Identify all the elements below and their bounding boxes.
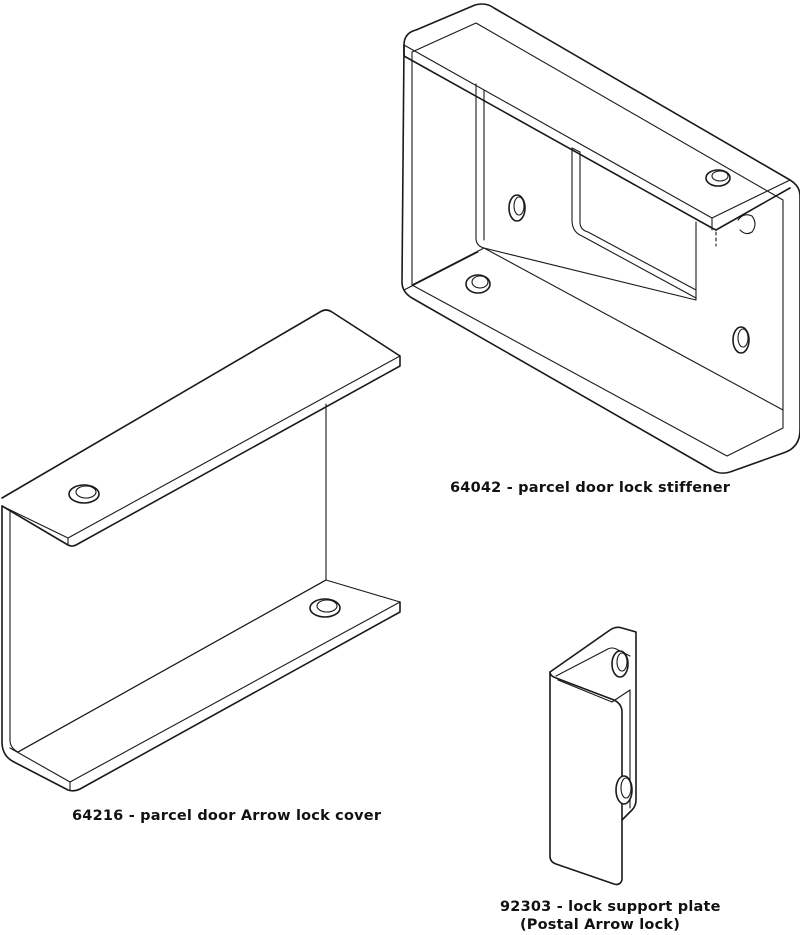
stiffener-outline: [401, 3, 800, 474]
cover-bottom-flange: [9, 579, 401, 783]
hole-icon: [732, 326, 750, 354]
cover-top-flange: [1, 309, 401, 547]
stiffener-caption: 64042 - parcel door lock stiffener: [450, 480, 731, 496]
plate-leg-front: [549, 671, 623, 886]
plate-caption-line2: (Postal Arrow lock): [519, 917, 681, 933]
cover-web: [1, 505, 401, 792]
stiffener-flange-edge: [403, 44, 791, 219]
stiffener-top-flange: [403, 44, 791, 231]
cover-web-inner: [9, 509, 327, 753]
hole-icon: [615, 775, 633, 805]
plate-caption-line1: 92303 - lock support plate: [500, 899, 721, 915]
stiffener-cutout-top: [571, 147, 581, 153]
hole-icon: [465, 274, 491, 294]
stiffener-cutout: [571, 147, 697, 299]
hole-icon: [705, 169, 731, 187]
hole-icon: [309, 598, 341, 618]
plate-leg-outer: [549, 626, 637, 821]
stiffener-part: [401, 3, 800, 474]
plate-bend: [611, 689, 631, 809]
plate-caption: 92303 - lock support plate (Postal Arrow…: [500, 898, 721, 934]
stiffener-cutout-inner: [579, 151, 697, 291]
stiffener-bottom-edge: [403, 251, 479, 291]
hole-icon: [68, 484, 100, 504]
stiffener-inner-rim: [411, 22, 784, 457]
cover-caption: 64216 - parcel door Arrow lock cover: [72, 808, 382, 824]
cover-part: [1, 309, 401, 792]
plate-leg-inner: [555, 647, 631, 703]
stiffener-bottom-flange: [411, 247, 784, 411]
cover-top-flange-edge: [1, 355, 401, 539]
hole-icon: [611, 650, 629, 678]
stiffener-right-notch: [737, 214, 756, 235]
hole-icon: [508, 194, 526, 222]
plate-part: [549, 626, 637, 886]
stiffener-back-wall: [475, 83, 697, 301]
